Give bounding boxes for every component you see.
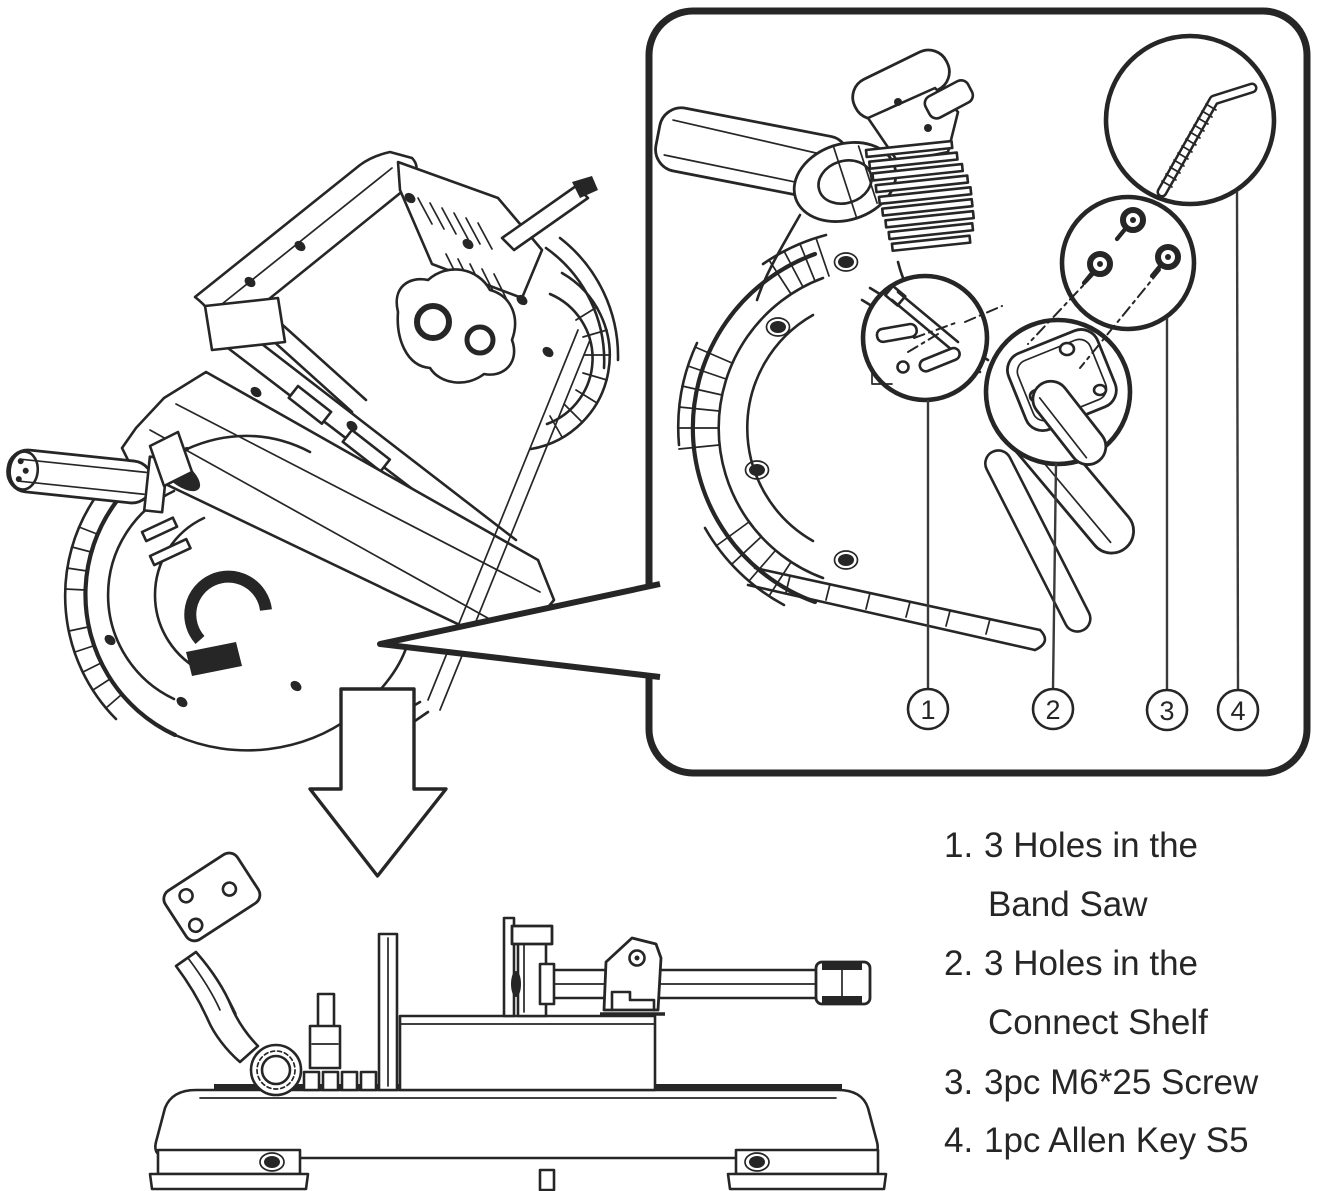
legend-item-4: 4. 1pc Allen Key S5 [944, 1121, 1249, 1160]
callout-1: 1 [906, 687, 950, 731]
callout-2-label: 2 [1045, 695, 1060, 725]
detail-callout-box: 1 2 3 4 [377, 7, 1311, 777]
legend-item-text: 1pc Allen Key S5 [984, 1121, 1249, 1160]
knob-bolt [308, 992, 342, 1070]
legend-item-number: 3. [944, 1063, 973, 1102]
detail-circle-holes-band-saw [860, 273, 990, 403]
legend-item-text: 3 Holes in the [984, 944, 1198, 983]
leader-line-2 [1051, 462, 1058, 690]
legend-item-2: 2. 3 Holes in the Connect Shelf [944, 944, 1208, 1042]
detail-circle-screws [1059, 194, 1197, 332]
callout-1-label: 1 [920, 695, 935, 725]
callout-4: 4 [1216, 688, 1260, 732]
block-row [302, 1070, 378, 1092]
connect-shelf-platform [398, 1014, 657, 1092]
stand-foot-left [148, 1148, 310, 1191]
screw-dots [104, 192, 554, 708]
clamp-arm [162, 851, 303, 1097]
legend: 1. 3 Holes in the Band Saw 2. 3 Holes in… [944, 826, 1259, 1160]
fence-plate [502, 916, 516, 1018]
stand-center-tab [538, 1168, 556, 1191]
legend-item-1: 1. 3 Holes in the Band Saw [944, 826, 1198, 924]
leader-line-4 [1235, 191, 1240, 691]
screw-m6 [1149, 244, 1181, 279]
legend-item-text: 3 Holes in the [984, 826, 1198, 865]
legend-item-number: 1. [944, 826, 973, 865]
allen-key [1156, 82, 1258, 198]
stand-drawing [148, 851, 888, 1191]
callout-2: 2 [1031, 687, 1075, 731]
vise-bar [538, 960, 872, 1006]
legend-item-text: Band Saw [988, 885, 1148, 924]
legend-item-text: Connect Shelf [988, 1003, 1208, 1042]
legend-item-number: 2. [944, 944, 973, 983]
stand-foot-right [726, 1148, 888, 1191]
bandsaw-rear-drawing [654, 48, 1135, 652]
mounting-bracket [600, 936, 665, 1016]
callout-wedge-pointer [377, 581, 661, 680]
construction-line [964, 269, 1161, 369]
detail-circle-allen-key [1103, 33, 1277, 207]
down-arrow-icon [308, 687, 448, 878]
callout-4-label: 4 [1230, 696, 1245, 726]
callout-3-label: 3 [1159, 696, 1174, 726]
bandsaw-angled-drawing [6, 150, 620, 752]
vertical-plate [377, 932, 399, 1092]
callout-3: 3 [1145, 688, 1189, 732]
legend-item-number: 4. [944, 1121, 973, 1160]
legend-item-3: 3. 3pc M6*25 Screw [944, 1063, 1259, 1102]
legend-item-text: 3pc M6*25 Screw [984, 1063, 1259, 1102]
screw-m6 [1081, 251, 1113, 286]
detail-circle-connect-shelf [983, 317, 1133, 467]
screw-m6 [1114, 207, 1146, 242]
